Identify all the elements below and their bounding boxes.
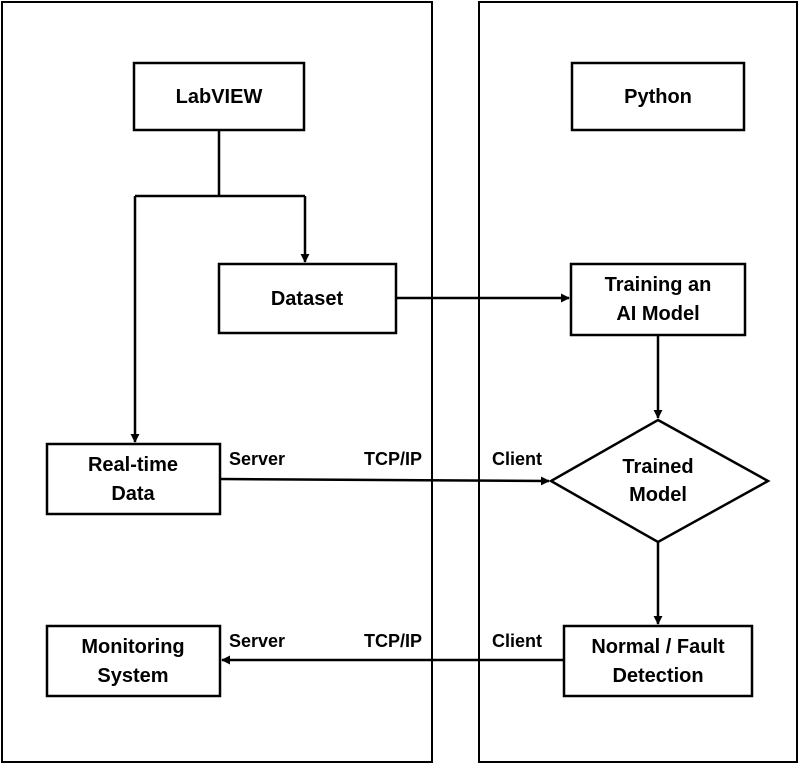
dataset-box xyxy=(217,262,398,335)
detection-label-line1: Normal / Fault xyxy=(591,636,725,658)
node-python: Python xyxy=(570,61,746,132)
trained-model-label-line2: Model xyxy=(629,484,687,506)
realtime-label-line1: Real-time xyxy=(88,454,178,476)
lower-protocol-label: TCP/IP xyxy=(364,631,422,651)
upper-client-label: Client xyxy=(492,449,542,469)
node-detection: Normal / Fault Detection xyxy=(562,624,754,698)
dataset-label: Dataset xyxy=(271,288,344,310)
upper-server-label: Server xyxy=(229,449,285,469)
labview-label: LabVIEW xyxy=(176,86,263,108)
node-labview: LabVIEW xyxy=(132,61,306,132)
detection-label-line2: Detection xyxy=(612,665,703,687)
node-dataset: Dataset xyxy=(217,262,398,335)
realtime-label-line2: Data xyxy=(111,483,155,505)
training-label-line1: Training an xyxy=(605,274,712,296)
python-label: Python xyxy=(624,86,692,108)
node-realtime: Real-time Data xyxy=(45,442,222,516)
training-box xyxy=(569,262,747,337)
node-trained-model: Trained Model xyxy=(548,418,771,544)
training-label-line2: AI Model xyxy=(616,303,699,325)
lower-server-label: Server xyxy=(229,631,285,651)
lower-client-label: Client xyxy=(492,631,542,651)
python-panel xyxy=(478,1,798,763)
labview-panel xyxy=(1,1,433,763)
monitoring-label-line2: System xyxy=(97,665,168,687)
labview-box xyxy=(132,61,306,132)
trained-model-diamond xyxy=(548,418,771,544)
detection-box xyxy=(562,624,754,698)
python-box xyxy=(570,61,746,132)
monitoring-label-line1: Monitoring xyxy=(81,636,184,658)
node-training: Training an AI Model xyxy=(569,262,747,337)
monitoring-box xyxy=(45,624,222,698)
trained-model-label-line1: Trained xyxy=(622,456,693,478)
realtime-box xyxy=(45,442,222,516)
upper-protocol-label: TCP/IP xyxy=(364,449,422,469)
realtime-to-model-arrow xyxy=(219,476,550,486)
node-monitoring: Monitoring System xyxy=(45,624,222,698)
